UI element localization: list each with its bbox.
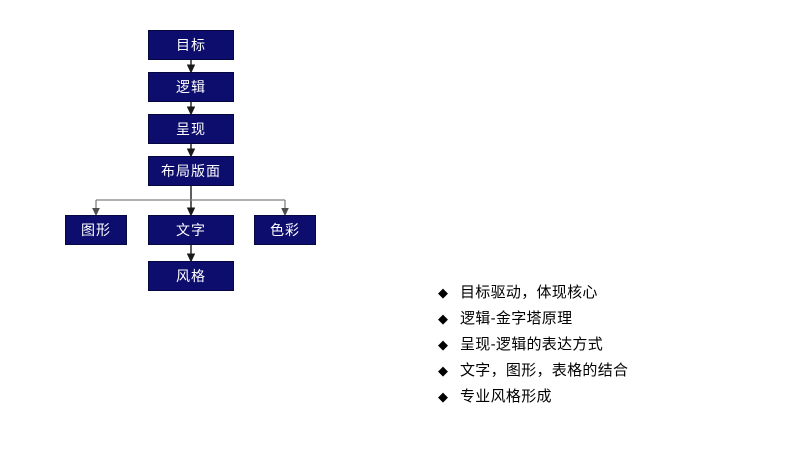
list-item-label: 专业风格形成 <box>460 388 552 405</box>
flow-node-logic[interactable]: 逻辑 <box>148 72 234 102</box>
flow-node-goal[interactable]: 目标 <box>148 30 234 60</box>
flow-node-goal-label: 目标 <box>176 37 206 53</box>
flow-node-color[interactable]: 色彩 <box>254 215 316 245</box>
list-item: ◆ 逻辑-金字塔原理 <box>438 306 768 332</box>
diamond-bullet-icon: ◆ <box>438 311 448 326</box>
flow-node-layout[interactable]: 布局版面 <box>148 156 234 186</box>
diamond-bullet-icon: ◆ <box>438 389 448 404</box>
bullet-list: ◆ 目标驱动，体现核心 ◆ 逻辑-金字塔原理 ◆ 呈现-逻辑的表达方式 ◆ 文字… <box>438 280 768 410</box>
flow-node-text-label: 文字 <box>176 222 206 238</box>
list-item: ◆ 目标驱动，体现核心 <box>438 280 768 306</box>
flow-node-graphic[interactable]: 图形 <box>65 215 127 245</box>
flow-node-color-label: 色彩 <box>270 222 300 238</box>
flow-node-style[interactable]: 风格 <box>148 261 234 291</box>
diamond-bullet-icon: ◆ <box>438 285 448 300</box>
flow-node-presentation-label: 呈现 <box>176 121 206 137</box>
list-item-label: 呈现-逻辑的表达方式 <box>460 336 603 353</box>
list-item: ◆ 文字，图形，表格的结合 <box>438 358 768 384</box>
list-item: ◆ 专业风格形成 <box>438 384 768 410</box>
flow-node-graphic-label: 图形 <box>81 222 111 238</box>
flow-node-presentation[interactable]: 呈现 <box>148 114 234 144</box>
flow-node-logic-label: 逻辑 <box>176 79 206 95</box>
list-item-label: 文字，图形，表格的结合 <box>460 362 629 379</box>
diamond-bullet-icon: ◆ <box>438 363 448 378</box>
flowchart-diagram: 目标 逻辑 呈现 布局版面 图形 文字 色彩 风格 <box>0 0 400 310</box>
list-item: ◆ 呈现-逻辑的表达方式 <box>438 332 768 358</box>
flow-node-text[interactable]: 文字 <box>148 215 234 245</box>
flow-node-layout-label: 布局版面 <box>161 163 221 179</box>
diamond-bullet-icon: ◆ <box>438 337 448 352</box>
list-item-label: 逻辑-金字塔原理 <box>460 310 573 327</box>
flow-node-style-label: 风格 <box>176 268 206 284</box>
list-item-label: 目标驱动，体现核心 <box>460 284 598 301</box>
